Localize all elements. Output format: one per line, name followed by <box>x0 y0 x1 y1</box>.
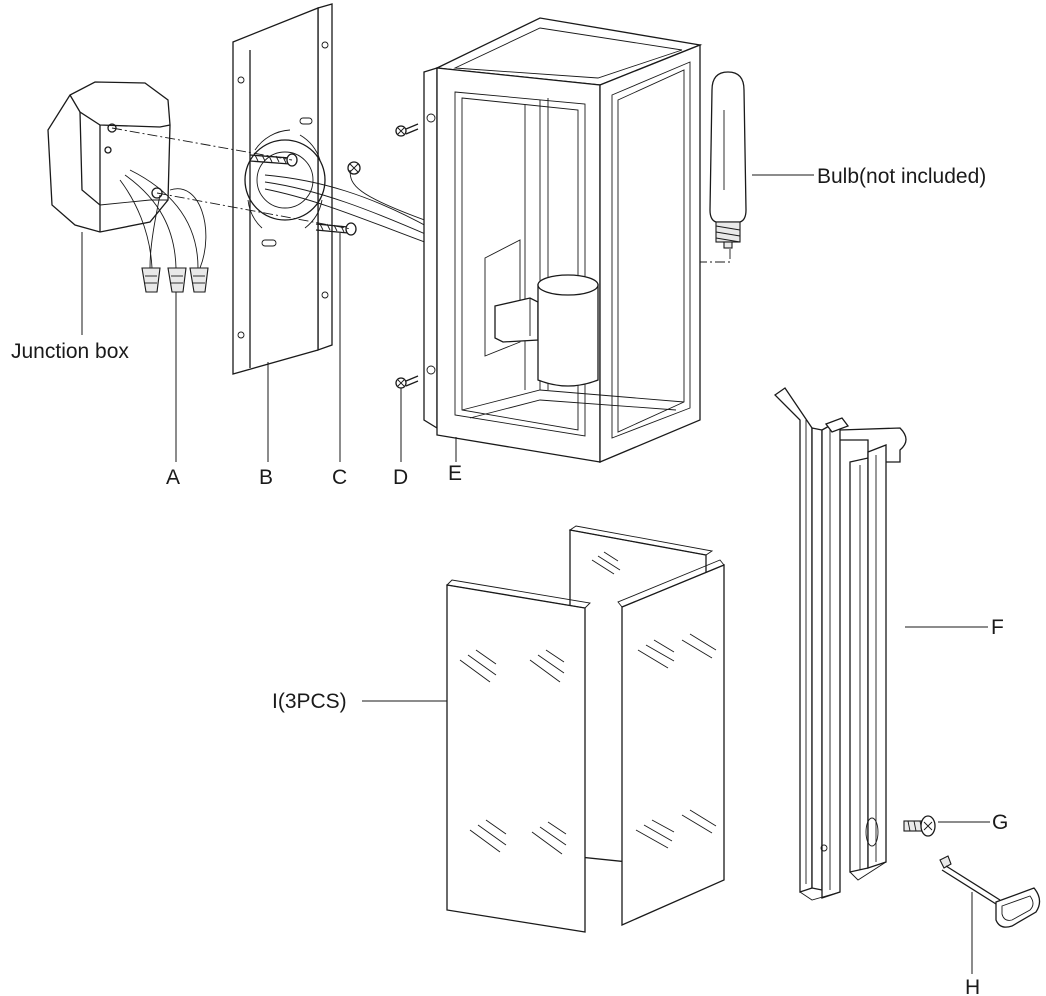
bulb <box>709 71 747 249</box>
label-c: C <box>332 466 347 489</box>
wire-nut-3 <box>189 267 209 293</box>
label-a: A <box>166 466 180 489</box>
label-b: B <box>259 466 273 489</box>
wire-nuts <box>119 169 209 293</box>
mounting-screw-lower <box>315 222 357 236</box>
glass-panel-right <box>617 559 725 926</box>
fixture-wires <box>264 169 431 245</box>
wire-nut-2 <box>167 267 187 293</box>
ground-screw <box>347 161 361 175</box>
hex-key <box>939 855 1041 928</box>
lantern-fixture <box>423 17 703 463</box>
fixture-screw-lower <box>395 375 419 389</box>
label-f: F <box>991 616 1004 639</box>
label-e: E <box>448 462 462 485</box>
label-h: H <box>965 976 980 996</box>
label-junction-box: Junction box <box>11 340 129 363</box>
mounting-bracket <box>232 3 333 375</box>
leader-lines <box>81 174 990 974</box>
fixture-screw-upper <box>395 123 419 137</box>
label-d: D <box>393 466 408 489</box>
bulb-base <box>715 221 741 249</box>
wire-nut-1 <box>141 267 161 293</box>
junction-box <box>47 81 171 233</box>
bulb-socket <box>494 274 599 387</box>
set-screw <box>903 815 936 837</box>
label-i: I(3PCS) <box>272 690 347 713</box>
label-bulb: Bulb(not included) <box>817 165 986 188</box>
label-g: G <box>992 811 1008 834</box>
glass-panel-left <box>446 579 591 933</box>
glass-panels <box>446 525 725 933</box>
glass-retainer-frame <box>773 387 907 901</box>
